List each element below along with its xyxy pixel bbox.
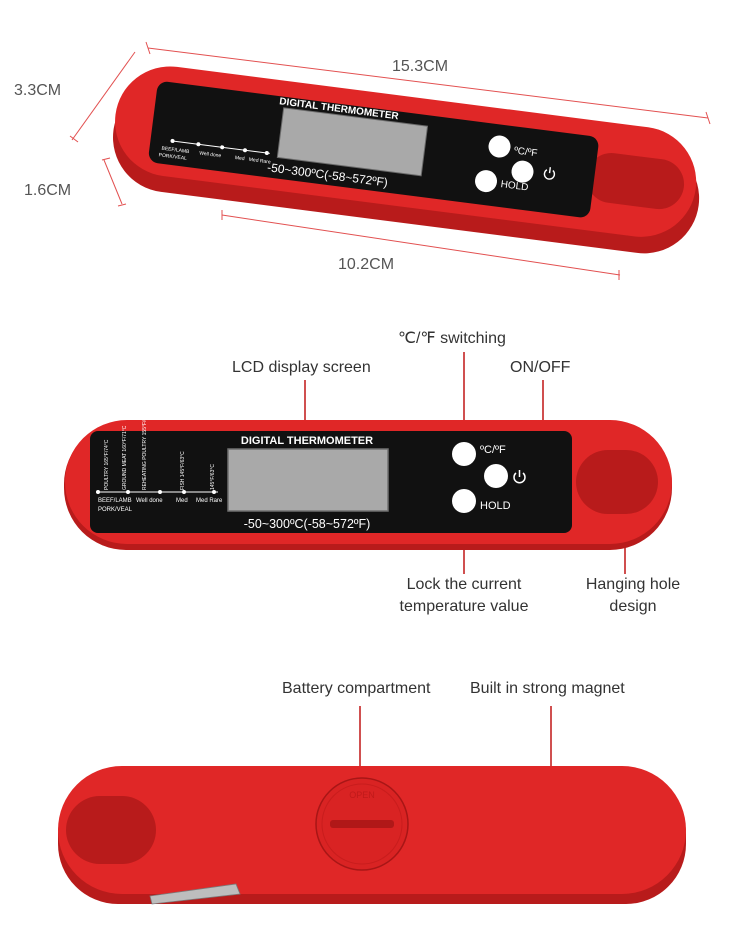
front-scale-bottom-4: Med — [176, 498, 188, 504]
hanging-callout: Hanging hole design — [585, 576, 681, 615]
top-device-view: DIGITAL THERMOMETER -50~300ºC(-58~572ºF)… — [69, 41, 711, 280]
dimension-lines — [69, 41, 711, 280]
length-dimension-label: 15.3CM — [392, 58, 449, 75]
lcd-callout: LCD display screen — [232, 359, 371, 376]
hold-label-top: HOLD — [500, 179, 529, 193]
front-scale-bottom-2: PORK/VEAL — [98, 507, 133, 513]
front-scale-bottom-5: Med Rare — [196, 498, 223, 504]
unit-label: ºC/ºF — [480, 444, 506, 456]
scale-label-fish: FISH 145°F/63°C — [180, 451, 186, 490]
battery-cover-label: OPEN — [349, 790, 375, 800]
battery-callout: Battery compartment — [282, 680, 431, 697]
front-device-title: DIGITAL THERMOMETER — [241, 435, 373, 447]
height-dimension-label: 3.3CM — [14, 82, 62, 99]
front-range-text: -50~300ºC(-58~572ºF) — [244, 517, 371, 531]
power-button — [484, 464, 508, 488]
unit-switch-callout: ℃/℉ switching — [398, 330, 506, 347]
power-button-top — [511, 160, 534, 183]
hold-button — [452, 489, 476, 513]
lcd-screen — [276, 107, 429, 177]
scale-bottom-5: Med Rare — [248, 157, 271, 166]
scale-bottom-3: Well done — [199, 150, 222, 159]
hold-label: HOLD — [480, 500, 511, 512]
power-callout: ON/OFF — [510, 359, 571, 376]
front-scale-bottom-3: Well done — [136, 498, 163, 504]
magnet-callout: Built in strong magnet — [470, 680, 625, 697]
front-power-icon — [513, 470, 526, 484]
scale-bottom-1: BEEF/LAMB — [161, 146, 190, 156]
power-icon — [543, 167, 556, 180]
thickness-dimension-label: 1.6CM — [24, 182, 72, 199]
hold-button-top — [475, 170, 498, 193]
unit-button-top — [488, 135, 511, 158]
battery-cover-slot — [330, 820, 394, 828]
front-scale-bottom-1: BEEF/LAMB — [98, 498, 132, 504]
probe-dimension-label: 10.2CM — [338, 256, 395, 273]
scale-label-poultry: POULTRY 165°F/74°C — [104, 439, 110, 490]
scale-label-ground: GROUND MEAT 160°F/71°C — [122, 425, 128, 490]
back-device-view: OPEN — [58, 706, 686, 905]
scale-bottom-4: Med — [235, 155, 246, 162]
scale-label-rare: 145°F/63°C — [210, 464, 216, 490]
hold-callout: Lock the current temperature value — [399, 576, 529, 615]
scale-label-reheat: REHEATING POULTRY 155°F/68°C — [142, 409, 148, 490]
front-device-view: DIGITAL THERMOMETER -50~300ºC(-58~572ºF)… — [64, 352, 672, 574]
unit-button — [452, 442, 476, 466]
unit-label-top: ºC/ºF — [513, 145, 538, 159]
front-lcd-screen — [227, 448, 389, 512]
scale-bottom-2: PORK/VEAL — [158, 152, 187, 162]
